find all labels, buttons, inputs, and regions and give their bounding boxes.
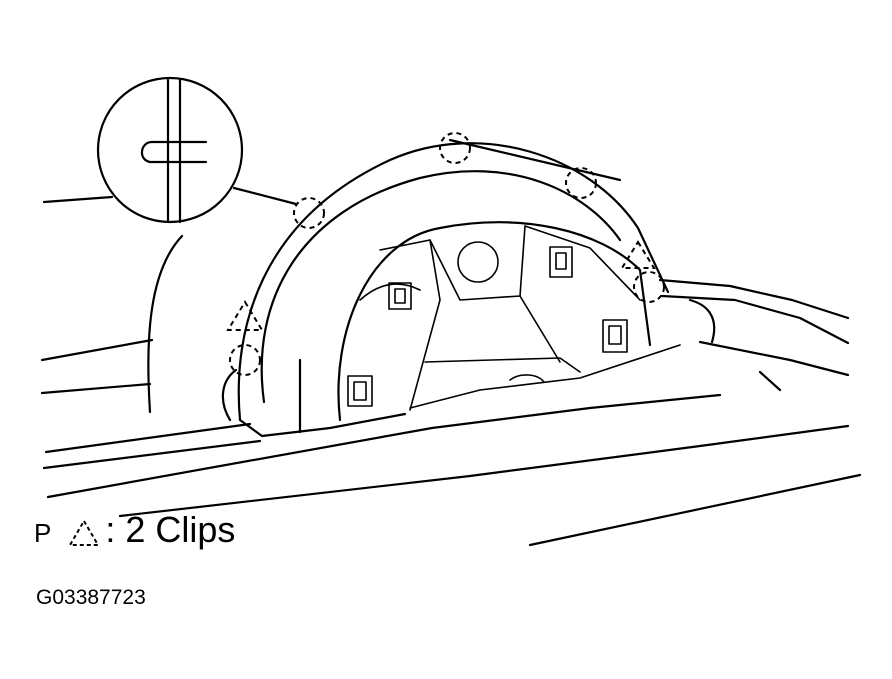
legend-text: : 2 Clips <box>105 509 236 550</box>
clip-tab <box>347 375 373 407</box>
dashed-circle-clip-icon <box>633 271 665 303</box>
clip-detail-circle-icon <box>96 76 244 224</box>
dashed-circle-clip-icon <box>565 167 597 199</box>
clip-tab <box>388 282 412 310</box>
clip-tab <box>602 319 628 353</box>
dashed-triangle-clips <box>226 240 656 331</box>
body-panel-lines <box>40 195 862 547</box>
dashed-circle-clip-icon <box>229 344 261 376</box>
wheel-housing <box>337 221 681 422</box>
clip-detail-callout <box>96 76 298 224</box>
dashed-circle-clips <box>229 132 665 376</box>
dashed-triangle-clip-icon <box>620 240 656 269</box>
legend-prefix: P <box>34 518 52 548</box>
clip-tab <box>549 246 573 278</box>
figure-id: G03387723 <box>36 586 146 609</box>
dashed-circle-clip-icon <box>439 132 471 164</box>
dashed-circle-clip-icon <box>293 197 325 229</box>
dashed-triangle-clip-icon <box>226 300 264 331</box>
dashed-triangle-icon <box>68 519 101 546</box>
clip-legend: P : 2 Clips <box>34 512 235 548</box>
